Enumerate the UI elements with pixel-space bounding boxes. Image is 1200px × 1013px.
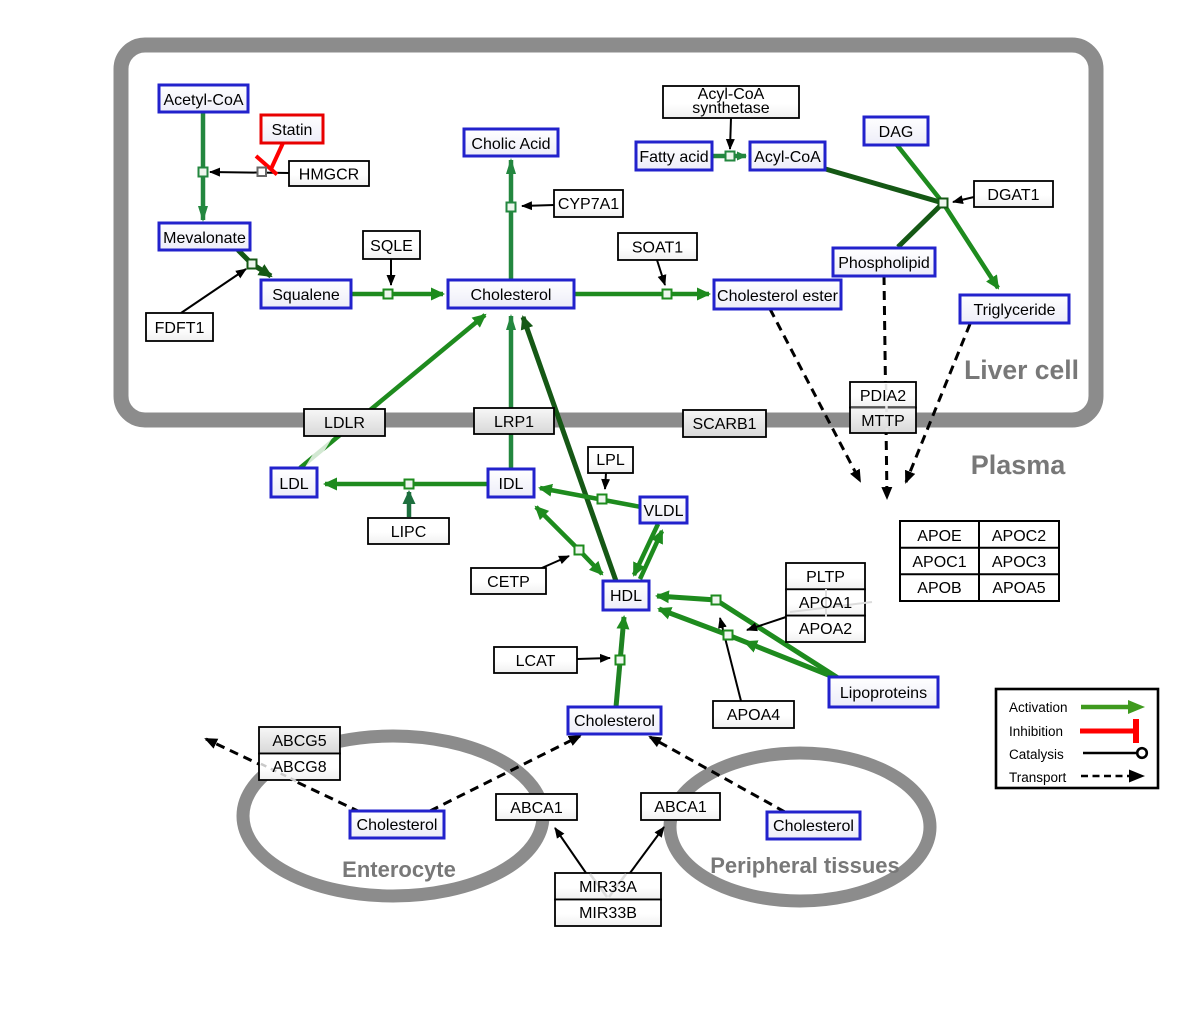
- svg-text:LRP1: LRP1: [494, 414, 534, 431]
- svg-text:IDL: IDL: [499, 476, 524, 493]
- svg-text:APOC2: APOC2: [992, 528, 1046, 545]
- svg-text:Statin: Statin: [272, 122, 313, 139]
- svg-text:APOB: APOB: [917, 580, 961, 597]
- svg-text:APOA4: APOA4: [727, 707, 780, 724]
- svg-text:Cholesterol: Cholesterol: [574, 713, 655, 730]
- svg-text:LDL: LDL: [279, 476, 308, 493]
- svg-text:Inhibition: Inhibition: [1009, 724, 1063, 739]
- svg-text:Phospholipid: Phospholipid: [838, 255, 930, 272]
- svg-text:DAG: DAG: [879, 124, 914, 141]
- svg-text:APOA5: APOA5: [992, 580, 1045, 597]
- svg-text:DGAT1: DGAT1: [987, 187, 1039, 204]
- svg-text:HDL: HDL: [610, 588, 642, 605]
- svg-text:PLTP: PLTP: [806, 569, 845, 586]
- svg-text:Cholesterol: Cholesterol: [357, 817, 438, 834]
- svg-text:Cholesterol ester: Cholesterol ester: [717, 288, 839, 305]
- svg-text:SCARB1: SCARB1: [692, 416, 756, 433]
- svg-text:Fatty acid: Fatty acid: [639, 149, 708, 166]
- svg-text:Peripheral tissues: Peripheral tissues: [710, 853, 900, 878]
- svg-text:ABCG8: ABCG8: [272, 759, 326, 776]
- svg-text:MIR33B: MIR33B: [579, 905, 637, 922]
- svg-text:LCAT: LCAT: [516, 653, 556, 670]
- svg-text:APOA2: APOA2: [799, 621, 852, 638]
- svg-text:Plasma: Plasma: [971, 450, 1067, 480]
- svg-text:HMGCR: HMGCR: [299, 167, 359, 184]
- svg-text:Acyl-CoA: Acyl-CoA: [698, 86, 765, 103]
- svg-text:Acetyl-CoA: Acetyl-CoA: [163, 92, 243, 109]
- svg-text:Squalene: Squalene: [272, 287, 340, 304]
- svg-text:Catalysis: Catalysis: [1009, 747, 1064, 762]
- svg-text:APOC1: APOC1: [912, 554, 966, 571]
- svg-text:APOA1: APOA1: [799, 595, 852, 612]
- svg-text:Cholesterol: Cholesterol: [773, 818, 854, 835]
- svg-text:LDLR: LDLR: [324, 415, 365, 432]
- svg-text:MTTP: MTTP: [861, 413, 905, 430]
- svg-text:SOAT1: SOAT1: [632, 240, 683, 257]
- svg-text:APOE: APOE: [917, 528, 961, 545]
- svg-text:APOC3: APOC3: [992, 554, 1046, 571]
- svg-text:ABCG5: ABCG5: [272, 733, 326, 750]
- svg-text:LPL: LPL: [596, 452, 625, 469]
- svg-text:LIPC: LIPC: [391, 524, 427, 541]
- svg-text:Transport: Transport: [1009, 770, 1067, 785]
- svg-text:VLDL: VLDL: [643, 503, 683, 520]
- svg-text:Cholic Acid: Cholic Acid: [471, 136, 550, 153]
- svg-text:Lipoproteins: Lipoproteins: [840, 685, 927, 702]
- svg-text:Liver cell: Liver cell: [964, 355, 1079, 385]
- svg-text:FDFT1: FDFT1: [155, 320, 205, 337]
- svg-text:MIR33A: MIR33A: [579, 879, 637, 896]
- svg-text:Triglyceride: Triglyceride: [973, 302, 1055, 319]
- svg-text:Cholesterol: Cholesterol: [471, 287, 552, 304]
- svg-text:Acyl-CoA: Acyl-CoA: [754, 149, 821, 166]
- svg-text:synthetase: synthetase: [692, 100, 769, 117]
- svg-text:SQLE: SQLE: [370, 238, 413, 255]
- svg-text:CYP7A1: CYP7A1: [558, 196, 619, 213]
- svg-text:CETP: CETP: [487, 574, 530, 591]
- svg-text:ABCA1: ABCA1: [510, 800, 563, 817]
- svg-text:Activation: Activation: [1009, 700, 1068, 715]
- svg-text:PDIA2: PDIA2: [860, 388, 906, 405]
- svg-text:ABCA1: ABCA1: [654, 799, 707, 816]
- svg-text:Enterocyte: Enterocyte: [342, 857, 456, 882]
- svg-text:Mevalonate: Mevalonate: [163, 230, 246, 247]
